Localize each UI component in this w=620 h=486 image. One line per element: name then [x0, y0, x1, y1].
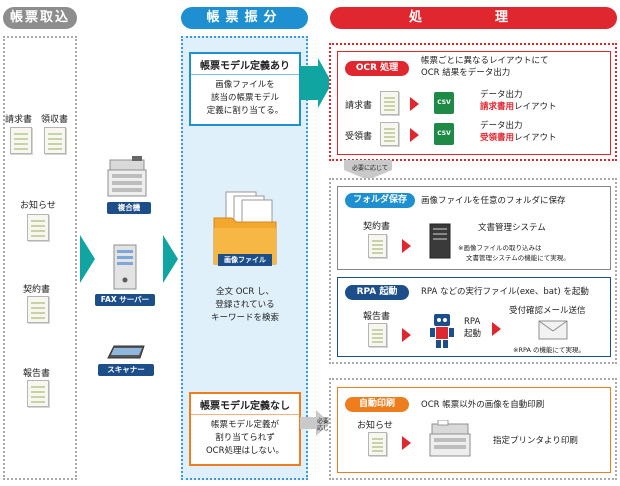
folder-label: 画像ファイル	[218, 254, 272, 266]
mail-icon	[538, 320, 568, 340]
arrow-down-icon	[344, 160, 392, 180]
print-desc: OCR 帳票以外の画像を自動印刷	[421, 400, 545, 410]
document-icon	[380, 91, 399, 115]
robot-icon	[430, 314, 454, 348]
ocr-pill: OCR 処理	[345, 61, 409, 76]
doc-label-notice: お知らせ	[20, 201, 56, 211]
document-icon	[368, 432, 387, 456]
header-intake: 帳票取込	[3, 7, 77, 29]
model-defined-text: 画像ファイルを	[215, 80, 275, 90]
arrow-right-icon	[410, 97, 419, 111]
ocr-row-doc: 受領書	[345, 132, 373, 142]
document-icon	[10, 127, 32, 154]
ocr-row-line: データ出力	[480, 121, 523, 131]
rpa-pill: RPA 起動	[345, 285, 409, 300]
arrow-right-icon	[402, 436, 411, 450]
model-defined-box: 帳票モデル定義あり 画像ファイルを 該当の帳票モデル 定義に割り当てる。	[189, 52, 301, 126]
header-sort: 帳票振分	[181, 7, 308, 29]
folder-doc: 契約書	[363, 222, 391, 232]
as-needed-label: 必要に応じて	[352, 165, 389, 172]
model-defined-text: 該当の帳票モデル	[210, 93, 279, 103]
rpa-doc: 報告書	[363, 312, 391, 322]
as-needed-line: 必要に	[317, 418, 336, 425]
rpa-robot-label: 起動	[464, 329, 482, 339]
arrow-right-icon	[402, 239, 411, 253]
model-undefined-title: 帳票モデル定義なし	[191, 394, 299, 415]
device-label-scanner: スキャナー	[98, 364, 154, 376]
arrow-right-icon	[80, 235, 95, 283]
rpa-robot-label: RPA	[464, 317, 481, 327]
rpa-desc: RPA などの実行ファイル(exe、bat) を起動	[421, 287, 589, 297]
folder-pill: フォルダ保存	[345, 193, 415, 208]
folder-note: ※画像ファイルの取り込みは	[458, 244, 542, 252]
ocr-row-layout: 請求書用レイアウト	[480, 102, 557, 112]
ocr-desc: OCR 結果をデータ出力	[421, 68, 511, 78]
document-server-icon	[429, 223, 451, 259]
ocr-search-line: 全文 OCR し、	[216, 287, 274, 297]
image-folder-icon	[213, 191, 277, 265]
fax-server-icon	[113, 244, 137, 290]
document-icon	[368, 323, 387, 347]
arrow-right-icon	[492, 322, 501, 336]
print-pill: 自動印刷	[345, 397, 409, 412]
document-icon	[368, 234, 387, 258]
arrow-right-icon	[163, 235, 178, 283]
ocr-search-line: 登録されている	[215, 300, 275, 310]
document-icon	[380, 122, 399, 146]
doc-label-invoice: 請求書	[5, 115, 33, 125]
document-icon	[27, 380, 49, 407]
print-doc: お知らせ	[357, 421, 393, 431]
csv-file-icon: CSV	[434, 92, 454, 114]
scanner-icon	[107, 345, 145, 359]
device-label-fax: FAX サーバー	[95, 294, 155, 306]
rpa-target: 受付確認メール送信	[509, 306, 586, 316]
rpa-note: ※RPA の機能にて実現。	[513, 346, 585, 354]
doc-label-receipt: 領収書	[41, 115, 69, 125]
device-label-mfp: 複合機	[107, 202, 151, 214]
printer-icon	[429, 420, 471, 457]
doc-label-report: 報告書	[23, 369, 51, 379]
ocr-row-doc: 請求書	[345, 101, 373, 111]
model-undefined-box: 帳票モデル定義なし 帳票モデル定義が 割り当てられず OCR処理はしない。	[189, 392, 301, 466]
arrow-right-icon	[410, 128, 419, 142]
model-undefined-text: 帳票モデル定義が	[210, 420, 279, 430]
arrow-right-icon	[300, 58, 332, 108]
ocr-desc: 帳票ごとに異なるレイアウトにて	[421, 56, 549, 66]
folder-note: 文書管理システムの機能にて実現。	[466, 254, 570, 262]
as-needed-label-2: 必要に 応じて	[317, 418, 335, 432]
ocr-row-layout: 受領書用レイアウト	[480, 133, 557, 143]
doc-label-contract: 契約書	[23, 285, 51, 295]
model-defined-title: 帳票モデル定義あり	[191, 54, 299, 75]
document-icon	[27, 296, 49, 323]
ocr-search-line: キーワードを検索	[210, 313, 279, 323]
arrow-right-icon	[300, 410, 330, 436]
ocr-search-text: 全文 OCR し、 登録されている キーワードを検索	[185, 286, 305, 325]
csv-file-icon: CSV	[434, 123, 454, 145]
folder-target: 文書管理システム	[478, 223, 546, 233]
model-defined-text: 定義に割り当てる。	[206, 106, 284, 116]
as-needed-line: 応じて	[317, 425, 336, 432]
print-target: 指定プリンタより印刷	[493, 436, 578, 446]
model-undefined-text: OCR処理はしない。	[205, 446, 285, 456]
model-undefined-text: 割り当てられず	[215, 433, 275, 443]
intake-column	[3, 36, 77, 480]
arrow-right-icon	[402, 328, 411, 342]
ocr-row-line: データ出力	[480, 90, 523, 100]
folder-desc: 画像ファイルを任意のフォルダに保存	[421, 196, 566, 206]
header-process: 処 理	[330, 7, 617, 29]
document-icon	[27, 214, 49, 241]
multifunction-printer-icon	[107, 156, 147, 197]
document-icon	[44, 127, 66, 154]
